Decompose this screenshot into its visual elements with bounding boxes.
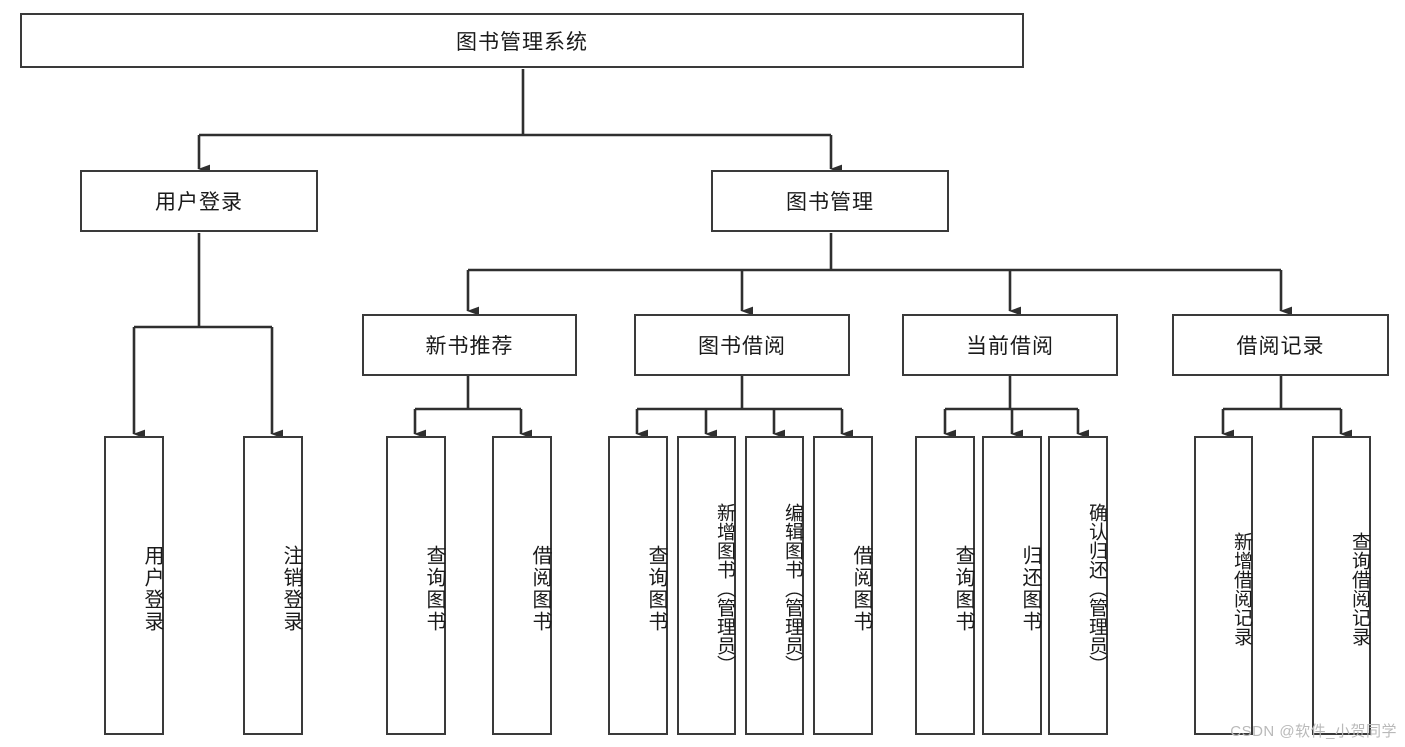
watermark-text: CSDN @软件_小贺同学	[1230, 723, 1397, 740]
leaf-recommend-borrow-book[interactable]: 借阅图书	[492, 436, 552, 735]
leaf-current-return-book[interactable]: 归还图书	[982, 436, 1042, 735]
node-current-borrow[interactable]: 当前借阅	[902, 314, 1118, 376]
leaf-current-query-book[interactable]: 查询图书	[915, 436, 975, 735]
node-user-login[interactable]: 用户登录	[80, 170, 318, 232]
leaf-borrow-borrow-book[interactable]: 借阅图书	[813, 436, 873, 735]
leaf-user-login[interactable]: 用户登录	[104, 436, 164, 735]
leaf-record-add-borrow-record[interactable]: 新增借阅记录	[1194, 436, 1253, 735]
leaf-borrow-edit-book-admin[interactable]: 编辑图书（管理员）	[745, 436, 804, 735]
node-new-book-recommend[interactable]: 新书推荐	[362, 314, 577, 376]
leaf-borrow-query-book[interactable]: 查询图书	[608, 436, 668, 735]
node-root-system[interactable]: 图书管理系统	[20, 13, 1024, 68]
node-borrow-record[interactable]: 借阅记录	[1172, 314, 1389, 376]
leaf-record-query-borrow-record[interactable]: 查询借阅记录	[1312, 436, 1371, 735]
leaf-borrow-add-book-admin[interactable]: 新增图书（管理员）	[677, 436, 736, 735]
leaf-current-confirm-return-admin[interactable]: 确认归还（管理员）	[1048, 436, 1108, 735]
leaf-recommend-query-book[interactable]: 查询图书	[386, 436, 446, 735]
node-book-management[interactable]: 图书管理	[711, 170, 949, 232]
leaf-user-logout[interactable]: 注销登录	[243, 436, 303, 735]
node-book-borrow[interactable]: 图书借阅	[634, 314, 850, 376]
